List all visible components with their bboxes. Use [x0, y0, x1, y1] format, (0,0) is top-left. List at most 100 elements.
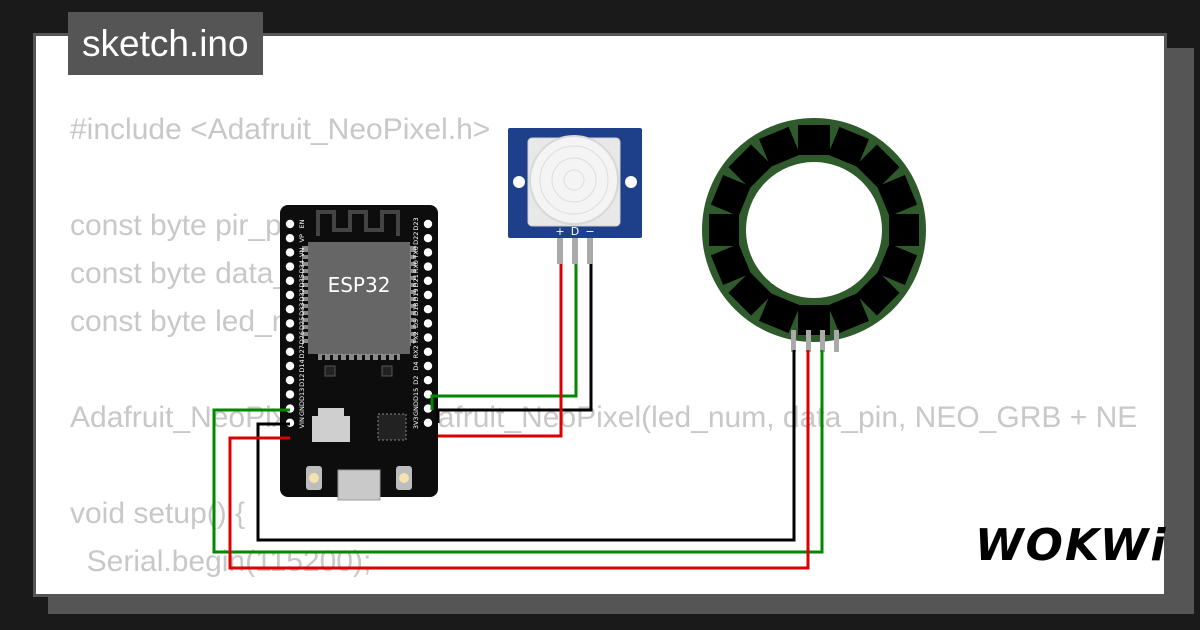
wire-ring-signal: [212, 350, 824, 554]
esp32-pin-d27[interactable]: [285, 347, 295, 356]
neopixel-led: [889, 214, 919, 246]
usb-port: [337, 469, 381, 501]
neopixel-led: [798, 125, 830, 155]
wires: [212, 264, 824, 570]
neopixel-ring[interactable]: [702, 118, 926, 352]
esp32-pin-label: 3V3: [412, 416, 420, 429]
esp32-pin-d2[interactable]: [423, 376, 433, 385]
esp32-pin-rx2[interactable]: [423, 347, 433, 356]
boot-button[interactable]: [396, 466, 412, 490]
esp32-pin-tx0[interactable]: [423, 248, 433, 257]
esp32-pin-label: GND: [298, 401, 306, 416]
esp32-pin-label: D27: [298, 345, 306, 358]
esp32-left-pin-header[interactable]: [285, 219, 295, 427]
wire-ring-ground: [256, 350, 796, 542]
wire-pir-signal: [430, 264, 578, 410]
esp32-pin-vp[interactable]: [285, 234, 295, 243]
esp32-pin-d21[interactable]: [423, 276, 433, 285]
pir-pin-data-label: D: [571, 225, 579, 238]
esp32-pin-label: D13: [298, 388, 306, 401]
esp32-pin-d35[interactable]: [285, 276, 295, 285]
esp32-pin-d14[interactable]: [285, 361, 295, 371]
esp32-pin-d4[interactable]: [423, 361, 433, 371]
pir-sensor[interactable]: + D −: [508, 128, 642, 264]
code-line: void setup() {: [70, 497, 246, 530]
neopixel-led: [877, 243, 918, 285]
esp32-pin-label: VP: [298, 234, 306, 242]
esp32-label: ESP32: [328, 273, 391, 297]
esp32-pin-label: TX0: [412, 246, 420, 260]
esp32-pin-d12[interactable]: [285, 376, 295, 385]
esp32-left-pin-labels: ENVPVND34D35D32D33D25D26D27D14D12D13GNDV…: [298, 219, 306, 428]
file-tab[interactable]: sketch.ino: [68, 12, 263, 75]
esp32-right-pin-header[interactable]: [423, 219, 433, 427]
esp32-pin-d5[interactable]: [423, 319, 433, 328]
esp32-pin-vn[interactable]: [285, 248, 295, 257]
esp32-pin-label: D21: [412, 274, 420, 287]
esp32-pin-label: D26: [298, 331, 306, 344]
neopixel-led: [759, 126, 801, 167]
neopixel-led: [710, 175, 751, 217]
esp32-pin-label: VN: [298, 248, 306, 257]
esp32-pin-label: RX2: [412, 345, 420, 358]
esp32-pin-d15[interactable]: [423, 390, 433, 399]
esp32-pin-label: D19: [412, 288, 420, 301]
esp32-pin-label: D22: [412, 232, 420, 245]
esp32-pin-label: D12: [298, 374, 306, 387]
neopixel-led: [855, 144, 900, 189]
neopixel-led: [710, 243, 751, 285]
esp32-pin-d22[interactable]: [423, 234, 433, 243]
esp32-pin-label: D35: [298, 274, 306, 287]
esp32-pin-label: D15: [412, 388, 420, 401]
esp32-right-pin-labels: D23D22TX0RX0D21D19D18D5TX2RX2D4D2D15GND3…: [412, 217, 420, 429]
esp32-pin-label: D2: [412, 376, 420, 385]
esp32-pin-d23[interactable]: [423, 219, 433, 229]
esp32-pin-rx0[interactable]: [423, 262, 433, 271]
en-button[interactable]: [306, 466, 322, 490]
esp32-pin-d13[interactable]: [285, 390, 295, 399]
esp32-pin-d26[interactable]: [285, 333, 295, 342]
wire-pir-ground: [436, 264, 593, 423]
neopixel-led: [877, 175, 918, 217]
esp32-pin-label: D18: [412, 303, 420, 316]
neopixel-led: [728, 271, 773, 316]
esp32-board[interactable]: ESP32 ENVPVND34D35D32D33D25D26D27D14D12D…: [280, 205, 438, 501]
esp32-pin-label: D34: [298, 260, 306, 273]
esp32-pin-gnd[interactable]: [423, 404, 433, 413]
esp32-pin-d25[interactable]: [285, 319, 295, 328]
esp32-pin-label: VIN: [298, 417, 306, 428]
code-line: #include <Adafruit_NeoPixel.h>: [70, 113, 491, 146]
neopixel-led: [759, 293, 801, 334]
wokwi-logo: WOKWi: [975, 520, 1168, 571]
pir-pin-gnd-label: −: [585, 225, 594, 238]
neopixel-led: [827, 126, 869, 167]
esp32-pin-label: RX0: [412, 260, 420, 273]
neopixel-led: [798, 305, 830, 335]
esp32-pin-label: TX2: [412, 331, 420, 345]
esp32-pin-label: D4: [412, 361, 420, 370]
esp32-pin-label: D23: [412, 217, 420, 230]
esp32-pin-d33[interactable]: [285, 305, 295, 314]
esp32-pin-label: D14: [298, 359, 306, 372]
esp32-pin-3v3[interactable]: [423, 418, 433, 427]
esp32-pin-label: GND: [412, 401, 420, 416]
esp32-pin-en[interactable]: [285, 219, 295, 229]
wire-ring-power: [228, 350, 810, 570]
esp32-pin-d19[interactable]: [423, 290, 433, 300]
neopixel-led: [827, 293, 869, 334]
esp32-pin-label: EN: [298, 219, 306, 228]
esp32-pin-d34[interactable]: [285, 262, 295, 271]
pir-dome: [529, 135, 619, 225]
esp32-pin-tx2[interactable]: [423, 333, 433, 342]
esp32-pin-d18[interactable]: [423, 305, 433, 314]
neopixel-led: [855, 271, 900, 316]
neopixel-led: [728, 144, 773, 189]
esp32-pin-label: D5: [412, 319, 420, 328]
pir-pin-vcc-label: +: [555, 225, 564, 238]
esp32-pin-label: D25: [298, 317, 306, 330]
wire-pir-power: [438, 264, 563, 438]
neopixel-led: [709, 214, 739, 246]
esp32-pin-label: D32: [298, 288, 306, 301]
esp32-pin-d32[interactable]: [285, 290, 295, 300]
